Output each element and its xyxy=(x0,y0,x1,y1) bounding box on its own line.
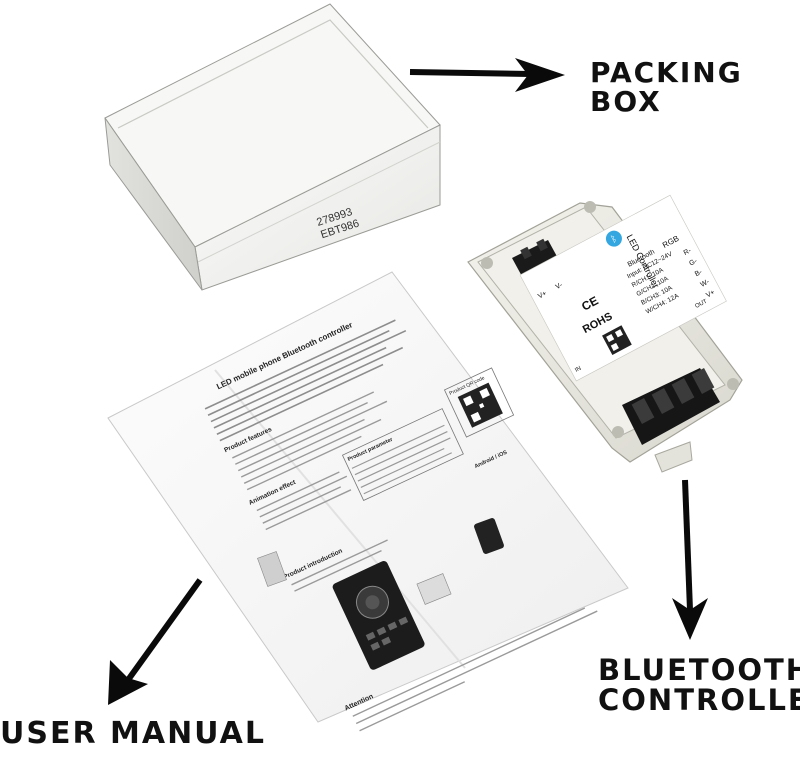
arrow-to-user-manual xyxy=(108,578,203,705)
svg-text:ᛒ: ᛒ xyxy=(609,233,619,245)
bluetooth-label-line1: BLUETOOTH xyxy=(598,653,800,687)
bluetooth-controller-label: BLUETOOTH CONTROLLER xyxy=(598,655,800,716)
controller-r: R- xyxy=(683,247,693,257)
controller-w: W- xyxy=(700,278,712,289)
controller-vplus-out: V+ xyxy=(705,289,716,299)
bluetooth-controller: ᛒ LED Controller RGB Bluetooth Input: DC… xyxy=(467,194,743,473)
output-terminal xyxy=(622,368,720,445)
bluetooth-label-line2: CONTROLLER xyxy=(598,683,800,718)
controller-g: G- xyxy=(688,257,699,267)
arrow-to-packing-box xyxy=(409,58,565,92)
controller-ce: CE xyxy=(579,293,600,313)
user-manual: LED mobile phone Bluetooth controller Pr… xyxy=(107,271,629,732)
controller-b: B- xyxy=(694,268,704,278)
controller-out-label: OUT xyxy=(694,299,708,310)
packing-box: 278993 EBT986 xyxy=(104,3,441,291)
arrow-to-bluetooth-controller xyxy=(672,479,708,640)
input-terminal xyxy=(512,238,560,280)
user-manual-label: USER MANUAL xyxy=(0,716,266,751)
controller-in-label: IN xyxy=(574,366,582,374)
controller-vplus-in: V+ xyxy=(537,290,548,300)
packing-box-label: PACKING BOX xyxy=(590,56,743,119)
controller-qr-icon xyxy=(602,325,632,355)
bluetooth-icon xyxy=(605,230,622,247)
controller-vminus-in: V- xyxy=(555,281,565,291)
